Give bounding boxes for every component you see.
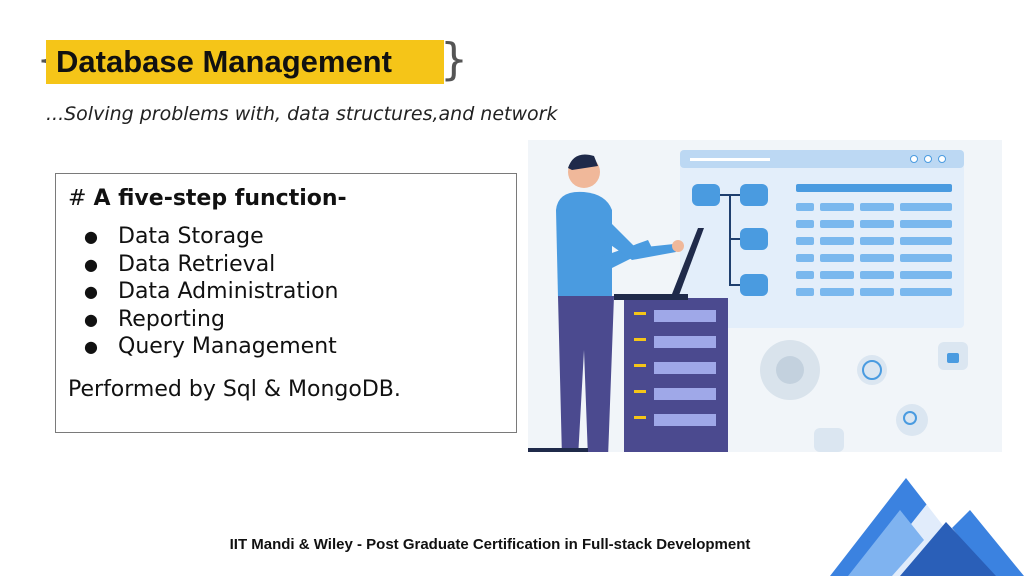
- search-icon: [896, 404, 928, 436]
- content-heading: # A five-step function-: [68, 186, 504, 211]
- bullet-icon: ●: [84, 337, 98, 356]
- question-icon: [857, 355, 887, 385]
- step-label: Data Retrieval: [118, 251, 276, 277]
- step-label: Query Management: [118, 334, 337, 359]
- slide-subtitle: ...Solving problems with, data structure…: [46, 103, 558, 125]
- slide-title: Database Management: [56, 44, 392, 79]
- title-wrapper: { Database Management }: [36, 38, 468, 86]
- lock-icon: [938, 342, 968, 370]
- settings-icon: [814, 428, 844, 452]
- content-box: # A five-step function- ● Data Storage ● D…: [55, 173, 517, 433]
- mountain-logo-icon: [830, 478, 1024, 576]
- heading-text: A five-step function-: [93, 186, 347, 211]
- server-rack: [624, 298, 728, 452]
- list-item: ● Data Storage: [68, 223, 504, 251]
- title-highlight: Database Management: [46, 40, 444, 84]
- bullet-icon: ●: [84, 227, 98, 246]
- database-icon: [692, 184, 768, 296]
- heading-prefix: #: [68, 186, 87, 211]
- bullet-icon: ●: [84, 282, 98, 301]
- bullet-icon: ●: [84, 309, 98, 329]
- database-illustration: [528, 140, 1002, 452]
- performed-by-text: Performed by Sql & MongoDB.: [68, 376, 401, 402]
- step-label: Data Storage: [118, 224, 264, 249]
- gear-icon: [760, 340, 820, 400]
- list-item: ● Reporting: [68, 306, 504, 334]
- step-label: Data Administration: [118, 279, 339, 304]
- list-item: ● Query Management: [68, 333, 504, 361]
- list-item: ● Data Retrieval: [68, 251, 504, 279]
- step-label: Reporting: [118, 306, 225, 332]
- laptop: [614, 228, 704, 300]
- list-item: ● Data Administration: [68, 278, 504, 306]
- steps-list: ● Data Storage ● Data Retrieval ● Data Admi…: [68, 223, 504, 361]
- footer-text: IIT Mandi & Wiley - Post Graduate Certif…: [229, 536, 751, 553]
- right-brace-icon: }: [440, 34, 468, 85]
- bullet-icon: ●: [84, 254, 98, 274]
- person-figure: [528, 154, 684, 452]
